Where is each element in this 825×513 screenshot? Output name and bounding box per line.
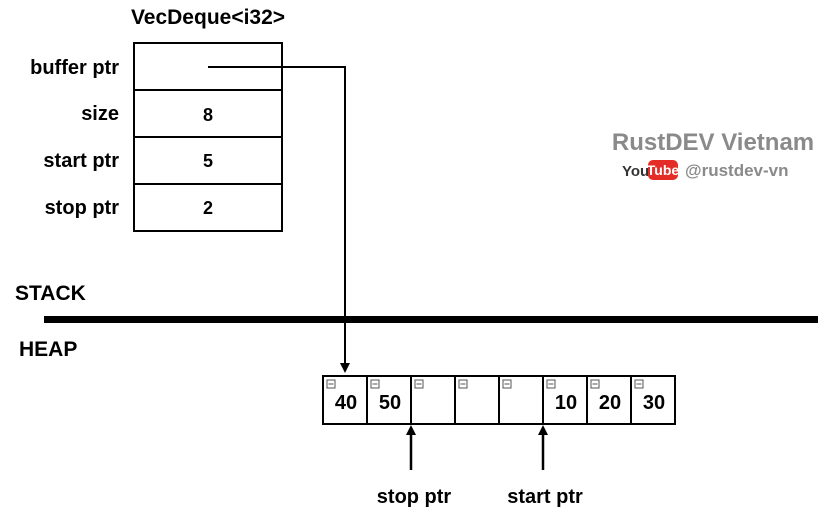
- field-box-stop-ptr: [133, 183, 283, 232]
- field-value-start-ptr: 5: [203, 151, 213, 171]
- struct-box: [133, 42, 283, 232]
- heap-buffer: 40 50 10 20 30: [322, 375, 676, 425]
- field-label-size: size: [81, 103, 119, 125]
- brand-name: RustDEV Vietnam: [612, 129, 814, 156]
- stack-heap-divider: [44, 316, 818, 323]
- field-label-start-ptr: start ptr: [43, 150, 119, 172]
- channel-handle: @rustdev-vn: [685, 161, 789, 180]
- field-value-size: 8: [203, 105, 213, 125]
- youtube-logo-icon: You Tube: [622, 160, 679, 180]
- field-box-size: [133, 89, 283, 138]
- heap-cell-value: 40: [335, 392, 357, 414]
- heap-cell: [542, 375, 588, 425]
- stack-label: STACK: [15, 282, 86, 305]
- heap-label: HEAP: [19, 338, 77, 361]
- field-value-stop-ptr: 2: [203, 198, 213, 218]
- field-label-buffer-ptr: buffer ptr: [30, 57, 119, 79]
- heap-cell-value: 50: [379, 392, 401, 414]
- buffer-ptr-arrow: [208, 66, 350, 373]
- heap-cell-value: 20: [599, 392, 621, 414]
- stop-ptr-label: stop ptr: [377, 486, 452, 508]
- heap-cell-value: 10: [555, 392, 577, 414]
- heap-cell: [410, 375, 456, 425]
- struct-title: VecDeque<i32>: [131, 6, 285, 29]
- heap-cell-value: 30: [643, 392, 665, 414]
- field-label-stop-ptr: stop ptr: [45, 197, 120, 219]
- start-ptr-label: start ptr: [507, 486, 583, 508]
- youtube-tube-badge: [648, 160, 678, 180]
- svg-text:You: You: [622, 163, 649, 180]
- svg-text:Tube: Tube: [647, 162, 680, 178]
